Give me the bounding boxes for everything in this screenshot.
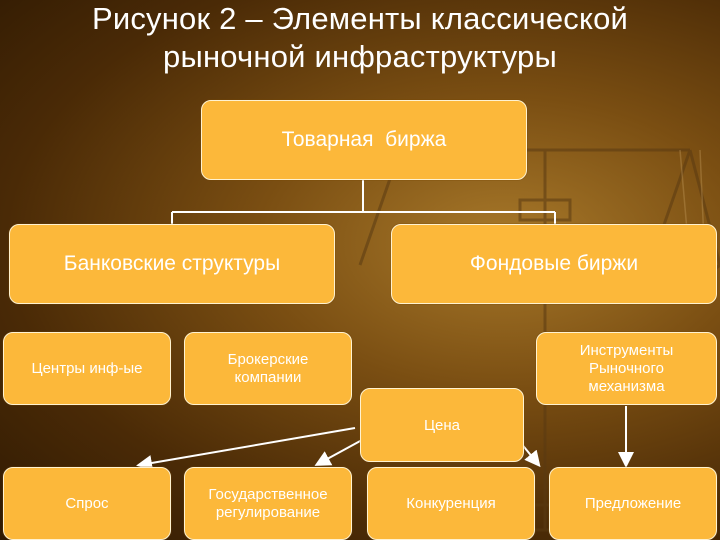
arrow-to-spros xyxy=(136,427,356,471)
node-fondovye-label: Фондовые биржи xyxy=(469,252,639,276)
node-centry: Центры инф-ые xyxy=(3,332,171,405)
node-bankovskie-label: Банковские структуры xyxy=(63,252,281,276)
node-bankovskie-struktury: Банковские структуры xyxy=(9,224,335,304)
node-brokerskie-kompanii: Брокерские компании xyxy=(184,332,352,405)
node-konkurenciya: Конкуренция xyxy=(367,467,535,540)
node-predlozhenie-label: Предложение xyxy=(584,494,682,512)
node-brokerskie-label: Брокерские компании xyxy=(227,350,309,386)
node-spros: Спрос xyxy=(3,467,171,540)
node-cena: Цена xyxy=(360,388,524,462)
node-fondovye-birzhi: Фондовые биржи xyxy=(391,224,717,304)
node-konkurenciya-label: Конкуренция xyxy=(406,494,496,512)
node-instrumenty-label: Инструменты Рыночного механизма xyxy=(579,341,674,395)
node-tovarnaya-birzha: Товарная биржа xyxy=(201,100,527,180)
node-instrumenty: Инструменты Рыночного механизма xyxy=(536,332,717,405)
node-centry-label: Центры инф-ые xyxy=(31,359,143,377)
title-line-1: Рисунок 2 – Элементы классической xyxy=(91,1,629,36)
page-title: Рисунок 2 – Элементы классической рыночн… xyxy=(0,0,720,76)
title-line-2: рыночной инфраструктуры xyxy=(163,39,557,74)
arrow-to-gos xyxy=(314,439,363,466)
node-tovarnaya-birzha-label: Товарная биржа xyxy=(281,128,447,152)
node-predlozhenie: Предложение xyxy=(549,467,717,540)
node-spros-label: Спрос xyxy=(65,494,109,512)
node-gos-label: Государственное регулирование xyxy=(208,485,328,521)
node-gos-regulirovanie: Государственное регулирование xyxy=(184,467,352,540)
node-cena-label: Цена xyxy=(423,417,461,434)
